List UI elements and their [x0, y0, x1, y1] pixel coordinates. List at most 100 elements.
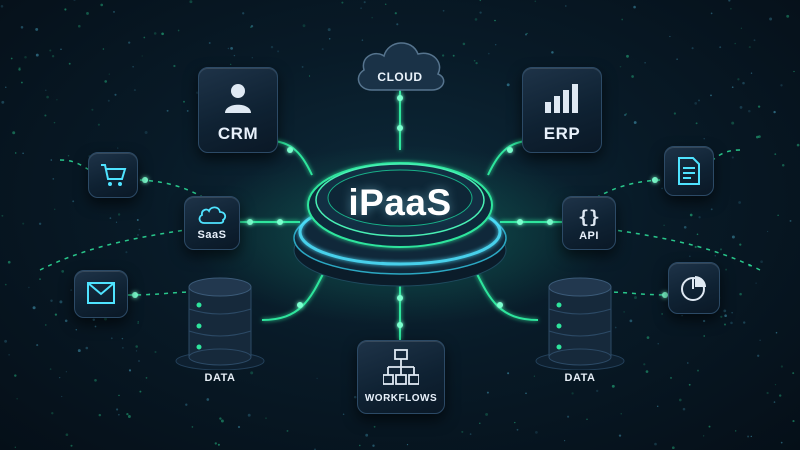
saas-tile[interactable]: SaaS	[184, 196, 240, 250]
background-dot	[342, 413, 345, 416]
background-dot	[461, 430, 464, 433]
background-dot	[35, 53, 39, 57]
svg-text:{}: {}	[578, 207, 600, 228]
background-dot	[360, 7, 362, 9]
background-dot	[135, 350, 138, 352]
background-dot	[748, 46, 751, 49]
background-dot	[719, 46, 722, 49]
background-dot	[60, 48, 62, 51]
background-dot	[247, 413, 251, 417]
background-dot	[755, 282, 757, 284]
background-dot	[191, 426, 194, 428]
background-dot	[697, 369, 699, 372]
background-dot	[698, 99, 700, 102]
background-dot	[525, 392, 527, 395]
background-dot	[137, 359, 141, 363]
background-dot	[1, 214, 4, 217]
background-dot	[786, 14, 790, 18]
background-dot	[702, 319, 706, 323]
background-dot	[52, 178, 55, 180]
cart-tile[interactable]	[88, 152, 138, 198]
document-tile[interactable]	[664, 146, 714, 196]
background-dot	[227, 47, 230, 50]
api-tile[interactable]: {} API	[562, 196, 616, 250]
background-dot	[365, 433, 369, 437]
background-dot	[551, 51, 554, 54]
background-dot	[56, 99, 58, 101]
background-dot	[743, 321, 746, 324]
background-dot	[654, 442, 657, 446]
background-dot	[691, 47, 694, 50]
background-dot	[469, 433, 472, 435]
background-dot	[51, 55, 55, 58]
background-dot	[45, 324, 47, 326]
background-dot	[611, 384, 615, 388]
background-dot	[233, 54, 236, 57]
background-dot	[185, 403, 188, 406]
document-icon	[678, 157, 700, 185]
background-dot	[341, 1, 344, 4]
background-dot	[720, 315, 723, 318]
background-dot	[277, 50, 280, 53]
background-dot	[618, 434, 622, 437]
mail-tile[interactable]	[74, 270, 128, 318]
background-dot	[738, 201, 741, 204]
erp-tile[interactable]: ERP	[522, 67, 602, 153]
background-dot	[70, 444, 73, 447]
background-dot	[108, 73, 110, 75]
background-dot	[758, 135, 761, 138]
background-dot	[633, 5, 636, 9]
background-dot	[689, 213, 693, 217]
workflows-tile[interactable]: WORKFLOWS	[357, 340, 445, 414]
cloud-icon	[357, 42, 445, 91]
background-dot	[117, 213, 121, 216]
background-dot	[166, 109, 169, 112]
background-dot	[725, 268, 728, 271]
pie-chart-tile[interactable]	[668, 262, 720, 314]
background-dot	[671, 446, 675, 450]
background-dot	[739, 292, 742, 296]
background-dot	[250, 26, 252, 28]
background-dot	[760, 260, 763, 264]
background-dot	[779, 394, 782, 397]
background-dot	[250, 24, 254, 28]
background-dot	[363, 1, 366, 4]
background-dot	[327, 28, 331, 32]
background-dot	[118, 414, 120, 416]
background-dot	[137, 234, 139, 236]
background-dot	[687, 362, 689, 364]
database-icon	[175, 277, 265, 370]
background-dot	[301, 65, 304, 68]
user-icon	[225, 84, 251, 113]
cart-icon	[101, 164, 127, 186]
background-dot	[72, 200, 75, 203]
background-dot	[328, 38, 331, 40]
background-dot	[514, 421, 516, 424]
background-dot	[789, 219, 792, 222]
background-dot	[214, 442, 217, 445]
background-dot	[586, 418, 588, 420]
background-dot	[230, 63, 232, 66]
background-dot	[621, 18, 624, 21]
background-dot	[623, 311, 625, 313]
ipaas-hub[interactable]: iPaaS	[292, 130, 508, 280]
crm-label: CRM	[217, 124, 259, 143]
background-dot	[494, 19, 496, 22]
background-dot	[14, 152, 17, 154]
background-dot	[730, 7, 732, 10]
background-dot	[731, 86, 734, 89]
background-dot	[137, 322, 139, 324]
background-dot	[183, 100, 185, 103]
background-dot	[731, 156, 734, 159]
crm-tile[interactable]: CRM	[198, 67, 278, 153]
background-dot	[308, 75, 311, 77]
background-dot	[634, 296, 637, 300]
background-dot	[696, 233, 699, 236]
background-dot	[373, 425, 376, 428]
background-dot	[132, 66, 134, 68]
background-dot	[740, 27, 743, 29]
background-dot	[28, 286, 30, 289]
background-dot	[161, 32, 164, 36]
background-dot	[678, 398, 682, 402]
background-dot	[473, 59, 476, 62]
